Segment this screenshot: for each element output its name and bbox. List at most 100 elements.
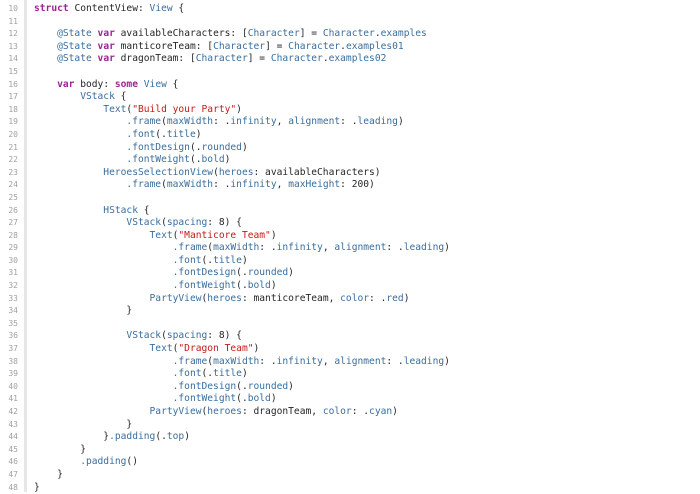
code-line[interactable]: 37 Text("Dragon Team") [0,343,700,356]
code-line[interactable]: 43 } [0,419,700,432]
code-token: infinity [230,179,277,191]
code-line[interactable]: 33 PartyView(heroes: manticoreTeam, colo… [0,293,700,306]
code-token: examples02 [328,53,387,65]
code-line[interactable]: 44 }.padding(.top) [0,431,700,444]
code-line[interactable]: 19 .frame(maxWidth: .infinity, alignment… [0,116,700,129]
code-token: .fontDesign [34,267,237,279]
code-line[interactable]: 13 @State var manticoreTeam: [Character]… [0,41,700,54]
code-token: ) [184,431,190,443]
code-token: var [97,28,121,40]
code-token: HeroesSelectionView [34,166,214,178]
code-token: .font [34,368,202,380]
code-token: struct [34,3,75,14]
code-token: , [322,242,335,254]
code-text: .font(.title) [34,255,248,268]
code-token: Character [247,28,300,40]
code-token: maxHeight [288,179,341,191]
code-line[interactable]: 40 .fontDesign(.rounded) [0,381,700,394]
code-line[interactable]: 12 @State var availableCharacters: [Char… [0,28,700,41]
code-text: .frame(maxWidth: .infinity, alignment: .… [34,116,403,129]
code-line[interactable]: 18 Text("Build your Party") [0,104,700,117]
code-line[interactable]: 26 HStack { [0,205,700,218]
code-line[interactable]: 32 .fontWeight(.bold) [0,280,700,293]
code-token: "Build your Party" [132,103,237,115]
code-token: } [34,431,110,443]
code-token: infinity [230,116,277,128]
code-line[interactable]: 20 .font(.title) [0,129,700,142]
code-token: rounded [201,141,242,153]
code-token: (. [236,380,248,392]
code-line[interactable]: 25 [0,192,700,205]
code-token: maxWidth [166,179,214,191]
code-text: .font(.title) [34,368,248,381]
code-token: "Manticore Team" [178,229,271,241]
code-token: ) [270,393,277,405]
code-text: Text("Build your Party") [34,104,242,117]
line-number: 21 [8,142,18,152]
code-line[interactable]: 38 .frame(maxWidth: .infinity, alignment… [0,356,700,369]
code-line[interactable]: 16 var body: some View { [0,79,700,92]
code-token: .frame [34,355,208,367]
code-token: } [34,443,86,455]
code-token: rounded [247,380,289,392]
code-token: var [97,40,121,52]
line-number: 11 [8,16,18,26]
code-token: : . [259,355,277,367]
code-text: var body: some View { [34,79,178,92]
code-line[interactable]: 34 } [0,305,700,318]
code-token: "Dragon Team" [178,343,254,355]
code-token: HStack [34,204,138,216]
code-text: } [34,444,86,457]
code-line[interactable]: 36 VStack(spacing: 8) { [0,330,700,343]
code-line[interactable]: 11 [0,16,700,29]
line-number: 48 [8,482,18,492]
code-line[interactable]: 30 .font(.title) [0,255,700,268]
code-line[interactable]: 15 [0,66,700,79]
code-line[interactable]: 35 [0,318,700,331]
code-token: : 8) { [207,217,242,229]
code-token: ] = [299,28,323,40]
code-line[interactable]: 29 .frame(maxWidth: .infinity, alignment… [0,242,700,255]
code-line[interactable]: 28 Text("Manticore Team") [0,230,700,243]
code-token: Character [322,28,375,40]
code-token: ( [161,116,167,128]
code-text: } [34,482,40,494]
code-line[interactable]: 24 .frame(maxWidth: .infinity, maxHeight… [0,179,700,192]
code-line[interactable]: 47 } [0,469,700,482]
line-number: 18 [8,104,18,114]
code-line[interactable]: 39 .font(.title) [0,368,700,381]
code-line[interactable]: 31 .fontDesign(.rounded) [0,267,700,280]
code-token: Character [213,40,266,52]
code-line[interactable]: 27 VStack(spacing: 8) { [0,217,700,230]
line-number: 32 [8,281,18,291]
code-line[interactable]: 23 HeroesSelectionView(heroes: available… [0,167,700,180]
code-token: VStack [34,91,115,103]
code-line[interactable]: 41 .fontWeight(.bold) [0,393,700,406]
code-line[interactable]: 17 VStack { [0,91,700,104]
code-token: } [34,305,133,317]
code-token: : . [259,242,277,254]
code-token: ) [270,229,277,241]
code-line[interactable]: 42 PartyView(heroes: dragonTeam, color: … [0,406,700,419]
code-token: dragonTeam: [ [120,53,196,65]
code-line[interactable]: 14 @State var dragonTeam: [Character] = … [0,53,700,66]
code-line[interactable]: 22 .fontWeight(.bold) [0,154,700,167]
code-line[interactable]: 48} [0,482,700,494]
code-token: ( [161,179,167,191]
code-token: , [276,179,289,191]
code-token: : availableCharacters) [253,166,381,178]
code-token: ( [161,217,167,229]
line-number: 43 [8,419,18,429]
code-token: ( [126,103,133,115]
line-number: 10 [8,4,18,13]
code-line[interactable]: 21 .fontDesign(.rounded) [0,142,700,155]
code-line[interactable]: 45 } [0,444,700,457]
line-number: 14 [8,54,18,64]
code-text: .fontDesign(.rounded) [34,267,294,280]
code-token: var [97,53,121,65]
code-line[interactable]: 46 .padding() [0,456,700,469]
code-token: title [213,254,242,266]
line-number: 40 [8,381,18,391]
